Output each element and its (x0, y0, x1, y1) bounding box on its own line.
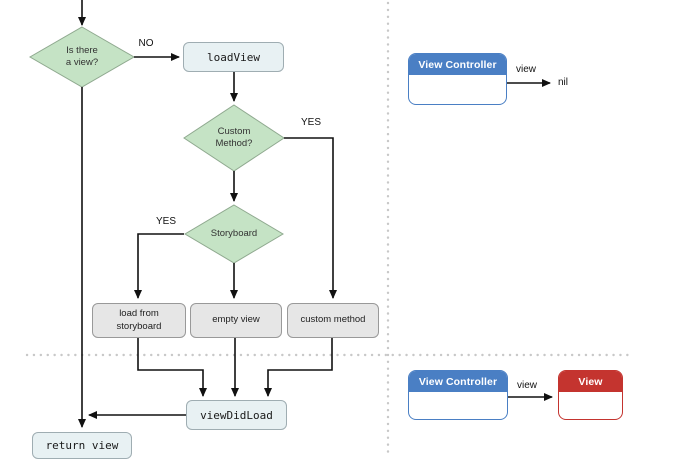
decision-line: a view? (65, 57, 99, 68)
decision-line: Custom (217, 125, 251, 137)
loadview-box: loadView (183, 42, 284, 72)
uml-view-controller-title: View Controller (409, 54, 506, 75)
custom-method-box: custom method (287, 303, 379, 338)
edge-label-no: NO (138, 38, 154, 49)
uml-view-title: View (559, 371, 622, 392)
action-line: storyboard (116, 320, 162, 332)
uml-view-controller-bottom: View Controller (408, 370, 508, 420)
arrow-storyboard-box-to-viewdidload (137, 338, 207, 397)
arrow-yes-to-custom-method-box (284, 137, 337, 299)
uml-view-box: View (558, 370, 623, 420)
decision-line: Method? (215, 138, 253, 149)
decision-is-there-a-view-label: Is there a view? (42, 44, 122, 70)
edge-label-yes-custom: YES (300, 117, 321, 128)
arrow-yes-to-storyboard-box (134, 233, 184, 299)
viewdidload-box: viewDidLoad (186, 400, 287, 430)
arrow-custom-box-to-viewdidload (264, 338, 333, 397)
return-view-box: return view (32, 432, 132, 459)
decision-storyboard-label: Storyboard (194, 227, 274, 241)
decision-custom-method-label: Custom Method? (194, 125, 274, 151)
view-pointer-label-bottom: view (516, 380, 537, 391)
uml-view-controller-top: View Controller (408, 53, 507, 105)
view-pointer-label-top: view (515, 64, 536, 75)
nil-label: nil (558, 77, 569, 88)
action-line: load from (119, 308, 159, 320)
empty-view-box: empty view (190, 303, 282, 338)
load-from-storyboard-box: load from storyboard (92, 303, 186, 338)
edge-label-yes-storyboard: YES (155, 216, 176, 227)
decision-line: Storyboard (210, 227, 258, 239)
decision-line: Is there (66, 44, 98, 56)
uml-view-controller-title: View Controller (409, 371, 507, 392)
action-line: empty view (212, 314, 260, 326)
action-line: custom method (300, 314, 366, 326)
